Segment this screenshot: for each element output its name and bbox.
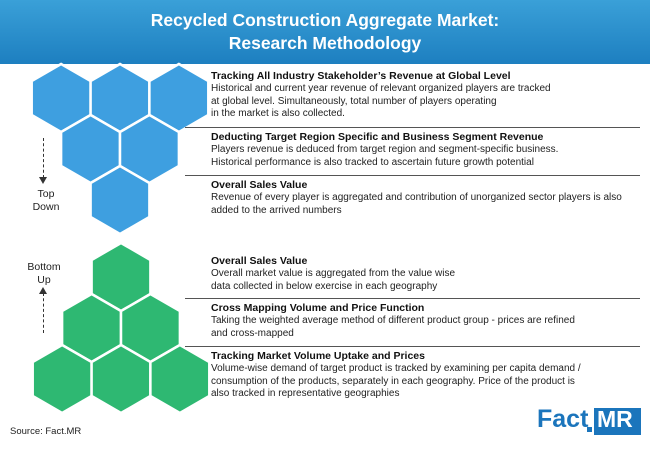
step-line: Taking the weighted average method of di… <box>211 315 575 326</box>
bottom-up-step-3: Tracking Market Volume Uptake and Prices… <box>211 350 641 401</box>
step-title: Tracking All Industry Stakeholder’s Reve… <box>211 70 511 82</box>
fact-mr-logo: Fact MR <box>537 405 647 439</box>
step-line: Overall market value is aggregated from … <box>211 268 456 279</box>
step-line: Revenue of every player is aggregated an… <box>211 192 622 203</box>
logo-text-mr: MR <box>597 406 633 432</box>
title-line-2: Research Methodology <box>228 33 422 53</box>
bottom-up-step-1: Overall Sales Value Overall market value… <box>211 255 641 293</box>
bottom-up-hexagons <box>31 241 211 415</box>
page-title: Recycled Construction Aggregate Market: … <box>0 0 650 64</box>
source-note: Source: Fact.MR <box>10 426 82 437</box>
step-line: added to the arrived numbers <box>211 204 342 216</box>
top-down-label: Top Down <box>32 188 60 213</box>
top-down-step-2: Deducting Target Region Specific and Bus… <box>211 131 641 169</box>
step-line: data collected in below exercise in each… <box>211 280 438 292</box>
step-line: Players revenue is deduced from target r… <box>211 144 559 155</box>
title-line-1: Recycled Construction Aggregate Market: <box>150 10 500 30</box>
top-down-arrow <box>39 138 47 184</box>
step-line: Historical and current year revenue of r… <box>211 83 551 94</box>
top-down-hexagons <box>30 62 210 236</box>
divider <box>185 298 640 299</box>
step-line: Historical performance is also tracked t… <box>211 156 534 168</box>
step-line: consumption of the products, separately … <box>211 375 575 387</box>
top-down-step-3: Overall Sales Value Revenue of every pla… <box>211 179 641 217</box>
divider <box>185 346 640 347</box>
top-down-step-1: Tracking All Industry Stakeholder’s Reve… <box>211 70 641 121</box>
step-title: Deducting Target Region Specific and Bus… <box>211 131 544 143</box>
step-title: Tracking Market Volume Uptake and Prices <box>211 350 425 362</box>
step-line: and cross-mapped <box>211 327 294 339</box>
bottom-up-hexagon <box>149 343 211 415</box>
bottom-up-arrow <box>39 287 47 333</box>
step-title: Overall Sales Value <box>211 255 308 267</box>
step-title: Overall Sales Value <box>211 179 308 191</box>
step-line: Volume-wise demand of target product is … <box>211 363 581 374</box>
logo-text-fact: Fact <box>537 405 589 433</box>
logo-dot <box>587 427 592 432</box>
step-line: at global level. Simultaneously, total n… <box>211 95 497 107</box>
step-line: also tracked in representative geographi… <box>211 388 400 399</box>
divider <box>185 175 640 176</box>
step-title: Cross Mapping Volume and Price Function <box>211 302 425 314</box>
bottom-up-label: Bottom Up <box>27 261 61 286</box>
top-down-hexagon <box>89 164 151 236</box>
step-line: in the market is also collected. <box>211 108 345 119</box>
logo-box <box>594 408 641 435</box>
bottom-up-step-2: Cross Mapping Volume and Price Function … <box>211 302 641 340</box>
divider <box>185 127 640 128</box>
